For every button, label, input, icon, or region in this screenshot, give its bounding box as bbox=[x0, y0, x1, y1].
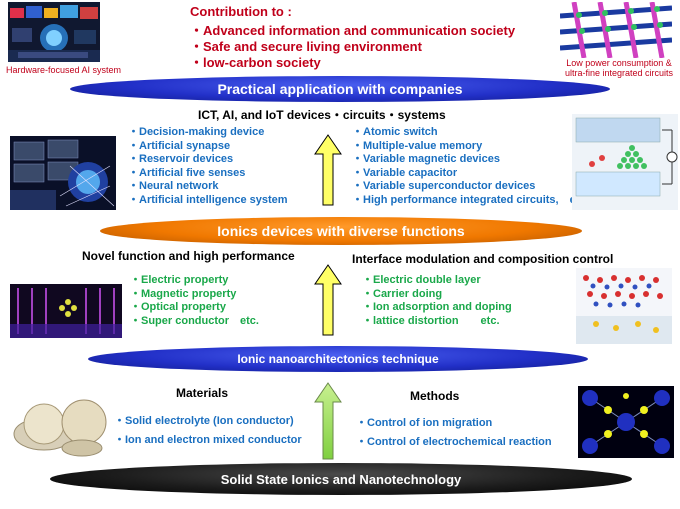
devices-right-list: ・Atomic switch ・Multiple-value memory ・V… bbox=[352, 126, 589, 207]
contribution-item-2: ・Safe and secure living environment bbox=[190, 39, 422, 54]
list-item: ・High performance integrated circuits, e… bbox=[352, 193, 589, 206]
property-structure-image bbox=[10, 284, 122, 338]
list-item: ・Neural network bbox=[128, 180, 219, 192]
list-item: ・Artificial intelligence system bbox=[128, 193, 288, 206]
list-item: ・Variable superconductor devices bbox=[352, 180, 536, 192]
list-item: ・Control of ion migration bbox=[356, 417, 493, 429]
list-item: ・Electric double layer bbox=[362, 274, 481, 286]
ionics-devices-banner: Ionics devices with diverse functions bbox=[100, 217, 582, 245]
list-item: ・Reservoir devices bbox=[128, 153, 234, 165]
ai-system-caption: Hardware-focused AI system bbox=[6, 65, 122, 75]
atomic-switch-image bbox=[572, 114, 678, 210]
list-item: ・Artificial five senses bbox=[128, 166, 246, 179]
practical-application-banner: Practical application with companies bbox=[70, 76, 610, 102]
list-item: ・Super conductor etc. bbox=[130, 314, 259, 327]
ict-heading: ICT, AI, and IoT devices・circuits・system… bbox=[198, 108, 446, 122]
list-item: ・Ion adsorption and doping bbox=[362, 301, 512, 313]
materials-list: ・Solid electrolyte (Ion conductor) ・Ion … bbox=[114, 412, 302, 450]
interface-modulation-heading: Interface modulation and composition con… bbox=[352, 252, 614, 266]
novel-function-heading: Novel function and high performance bbox=[82, 249, 295, 263]
lattice-image bbox=[576, 268, 672, 344]
crystal-materials-image bbox=[8, 394, 110, 458]
list-item: ・Optical property bbox=[130, 301, 226, 313]
list-item: ・Variable capacitor bbox=[352, 166, 458, 179]
list-item: ・Decision-making device bbox=[128, 126, 265, 138]
ai-system-image bbox=[8, 2, 100, 62]
materials-heading: Materials bbox=[176, 386, 229, 400]
up-arrow-icon bbox=[314, 382, 342, 460]
devices-left-list: ・Decision-making device ・Artificial syna… bbox=[128, 126, 288, 207]
list-item: ・Carrier doing bbox=[362, 287, 443, 300]
list-item: ・Electric property bbox=[130, 274, 229, 286]
list-item: ・Variable magnetic devices bbox=[352, 153, 500, 165]
up-arrow-icon bbox=[314, 264, 342, 336]
methods-list: ・Control of ion migration ・Control of el… bbox=[356, 414, 552, 452]
list-item: ・lattice distortion etc. bbox=[362, 314, 500, 327]
list-item: ・Atomic switch bbox=[352, 126, 438, 138]
interface-list: ・Electric double layer ・Carrier doing ・I… bbox=[362, 274, 512, 328]
contribution-item-3: ・low-carbon society bbox=[190, 55, 321, 70]
list-item: ・Solid electrolyte (Ion conductor) bbox=[114, 415, 294, 427]
solid-state-ionics-banner: Solid State Ionics and Nanotechnology bbox=[50, 463, 632, 495]
list-item: ・Control of electrochemical reaction bbox=[356, 436, 552, 448]
properties-list: ・Electric property ・Magnetic property ・O… bbox=[130, 274, 259, 328]
contribution-item-1: ・Advanced information and communication … bbox=[190, 23, 516, 38]
up-arrow-icon bbox=[314, 134, 342, 206]
contribution-title: Contribution to : bbox=[190, 4, 292, 19]
integrated-circuit-image bbox=[560, 2, 672, 58]
neural-network-image bbox=[10, 136, 116, 210]
nanoarchitectonics-banner: Ionic nanoarchitectonics technique bbox=[88, 346, 588, 372]
list-item: ・Magnetic property bbox=[130, 287, 237, 300]
list-item: ・Ion and electron mixed conductor bbox=[114, 434, 302, 446]
methods-heading: Methods bbox=[410, 389, 460, 403]
list-item: ・Artificial synapse bbox=[128, 139, 231, 152]
list-item: ・Multiple-value memory bbox=[352, 139, 483, 152]
ion-migration-image bbox=[578, 386, 674, 458]
integrated-circuit-caption: Low power consumption & ultra-fine integ… bbox=[564, 58, 674, 78]
